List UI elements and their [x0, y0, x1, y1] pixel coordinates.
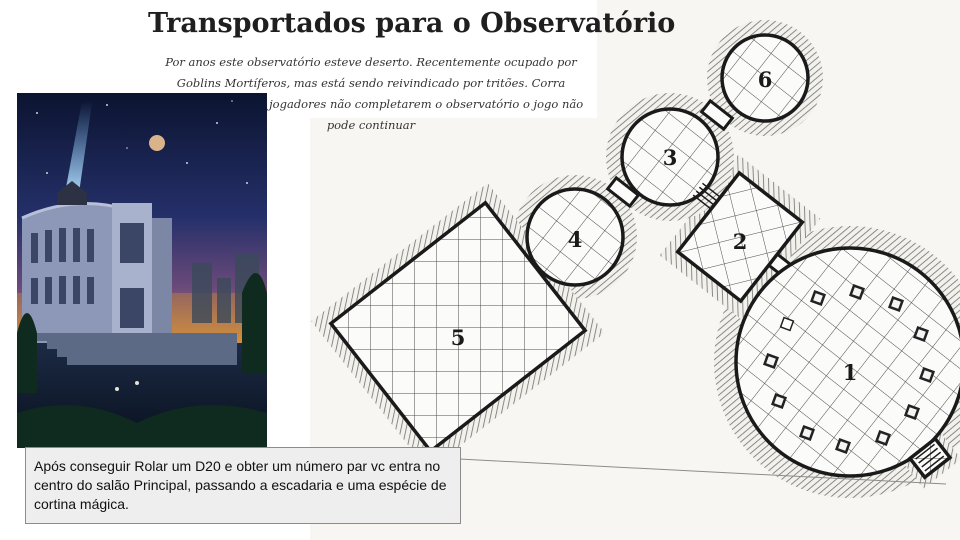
- room-number-2: 2: [733, 229, 748, 254]
- room-number-3: 3: [663, 145, 678, 170]
- callout-note: Após conseguir Rolar um D20 e obter um n…: [25, 447, 461, 524]
- room-number-6: 6: [758, 67, 773, 92]
- room-number-1: 1: [843, 360, 858, 385]
- stairs-room-2: [692, 182, 722, 211]
- observatory-illustration: [17, 93, 267, 448]
- room-numbers: 1 2 3 4 5 6: [451, 67, 858, 385]
- room-6: [720, 33, 810, 123]
- room-5: [328, 200, 588, 454]
- observatory-image: [17, 93, 267, 448]
- room-number-5: 5: [451, 325, 466, 350]
- pillars: [762, 283, 936, 455]
- page-title: Transportados para o Observatório: [148, 8, 676, 39]
- room-2: [675, 170, 805, 304]
- room-4: [525, 187, 625, 287]
- room-number-4: 4: [568, 227, 583, 252]
- room-3: [620, 107, 720, 207]
